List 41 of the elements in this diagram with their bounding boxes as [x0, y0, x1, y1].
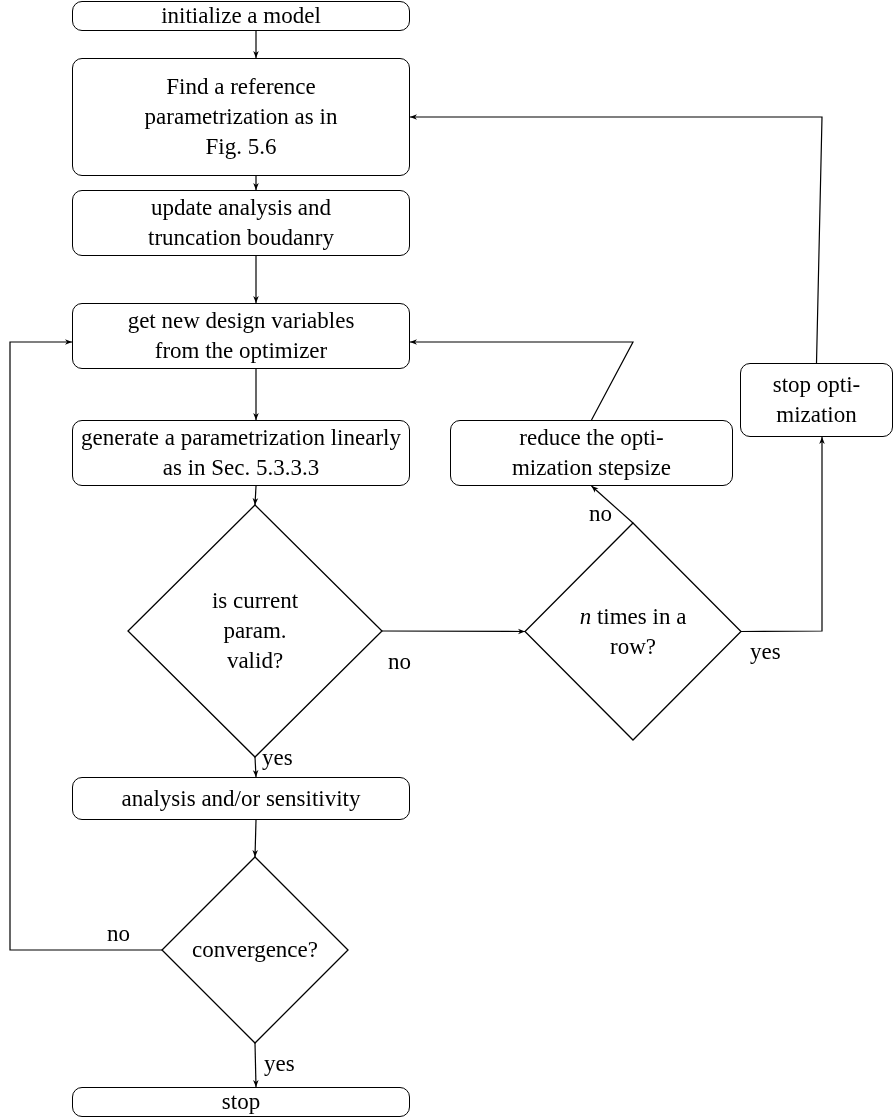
process-box	[72, 303, 410, 369]
process-box	[72, 58, 410, 176]
arrow	[409, 114, 823, 364]
step-text: stop	[221, 1088, 261, 1117]
edge-label: yes	[262, 746, 293, 769]
step-text: get new design variables from the optimizer	[126, 307, 356, 365]
edge-label: no	[107, 922, 130, 945]
decision-text: n times in a row?	[578, 602, 688, 661]
process-box	[72, 777, 410, 820]
edge-label: yes	[264, 1052, 295, 1075]
arrow	[253, 1042, 259, 1088]
step-text: update analysis and truncation boudanry	[147, 194, 335, 252]
arrow	[9, 339, 163, 951]
edge-label: no	[388, 650, 411, 673]
arrow	[253, 30, 259, 59]
edge-label: no	[589, 502, 612, 525]
arrow	[381, 628, 526, 635]
step-text: reduce the opti- mization stepsize	[510, 424, 672, 482]
process-box	[72, 1, 410, 31]
arrow	[590, 485, 634, 524]
arrow	[409, 339, 634, 421]
arrow	[252, 485, 259, 506]
step-text: analysis and/or sensitivity	[121, 784, 361, 813]
step-text: generate a parametrization linearly as in Sec. 5.3.3.3	[81, 424, 401, 482]
process-box	[72, 190, 410, 256]
arrow	[740, 436, 825, 633]
decision-text: is current param. valid?	[210, 587, 300, 675]
arrow	[253, 255, 259, 304]
arrow	[253, 175, 259, 191]
decision-text: convergence?	[192, 936, 318, 965]
process-box	[740, 363, 893, 437]
process-box	[72, 420, 410, 486]
arrow	[253, 368, 259, 421]
process-box	[450, 420, 733, 486]
step-text: stop opti- mization	[771, 371, 862, 429]
step-text: initialize a model	[161, 2, 321, 31]
edge-label: yes	[750, 640, 781, 663]
arrow	[252, 756, 259, 778]
process-box	[72, 1087, 410, 1117]
arrow	[252, 819, 258, 858]
step-text: Find a reference parametrization as in Fig. 5.6	[143, 73, 339, 161]
